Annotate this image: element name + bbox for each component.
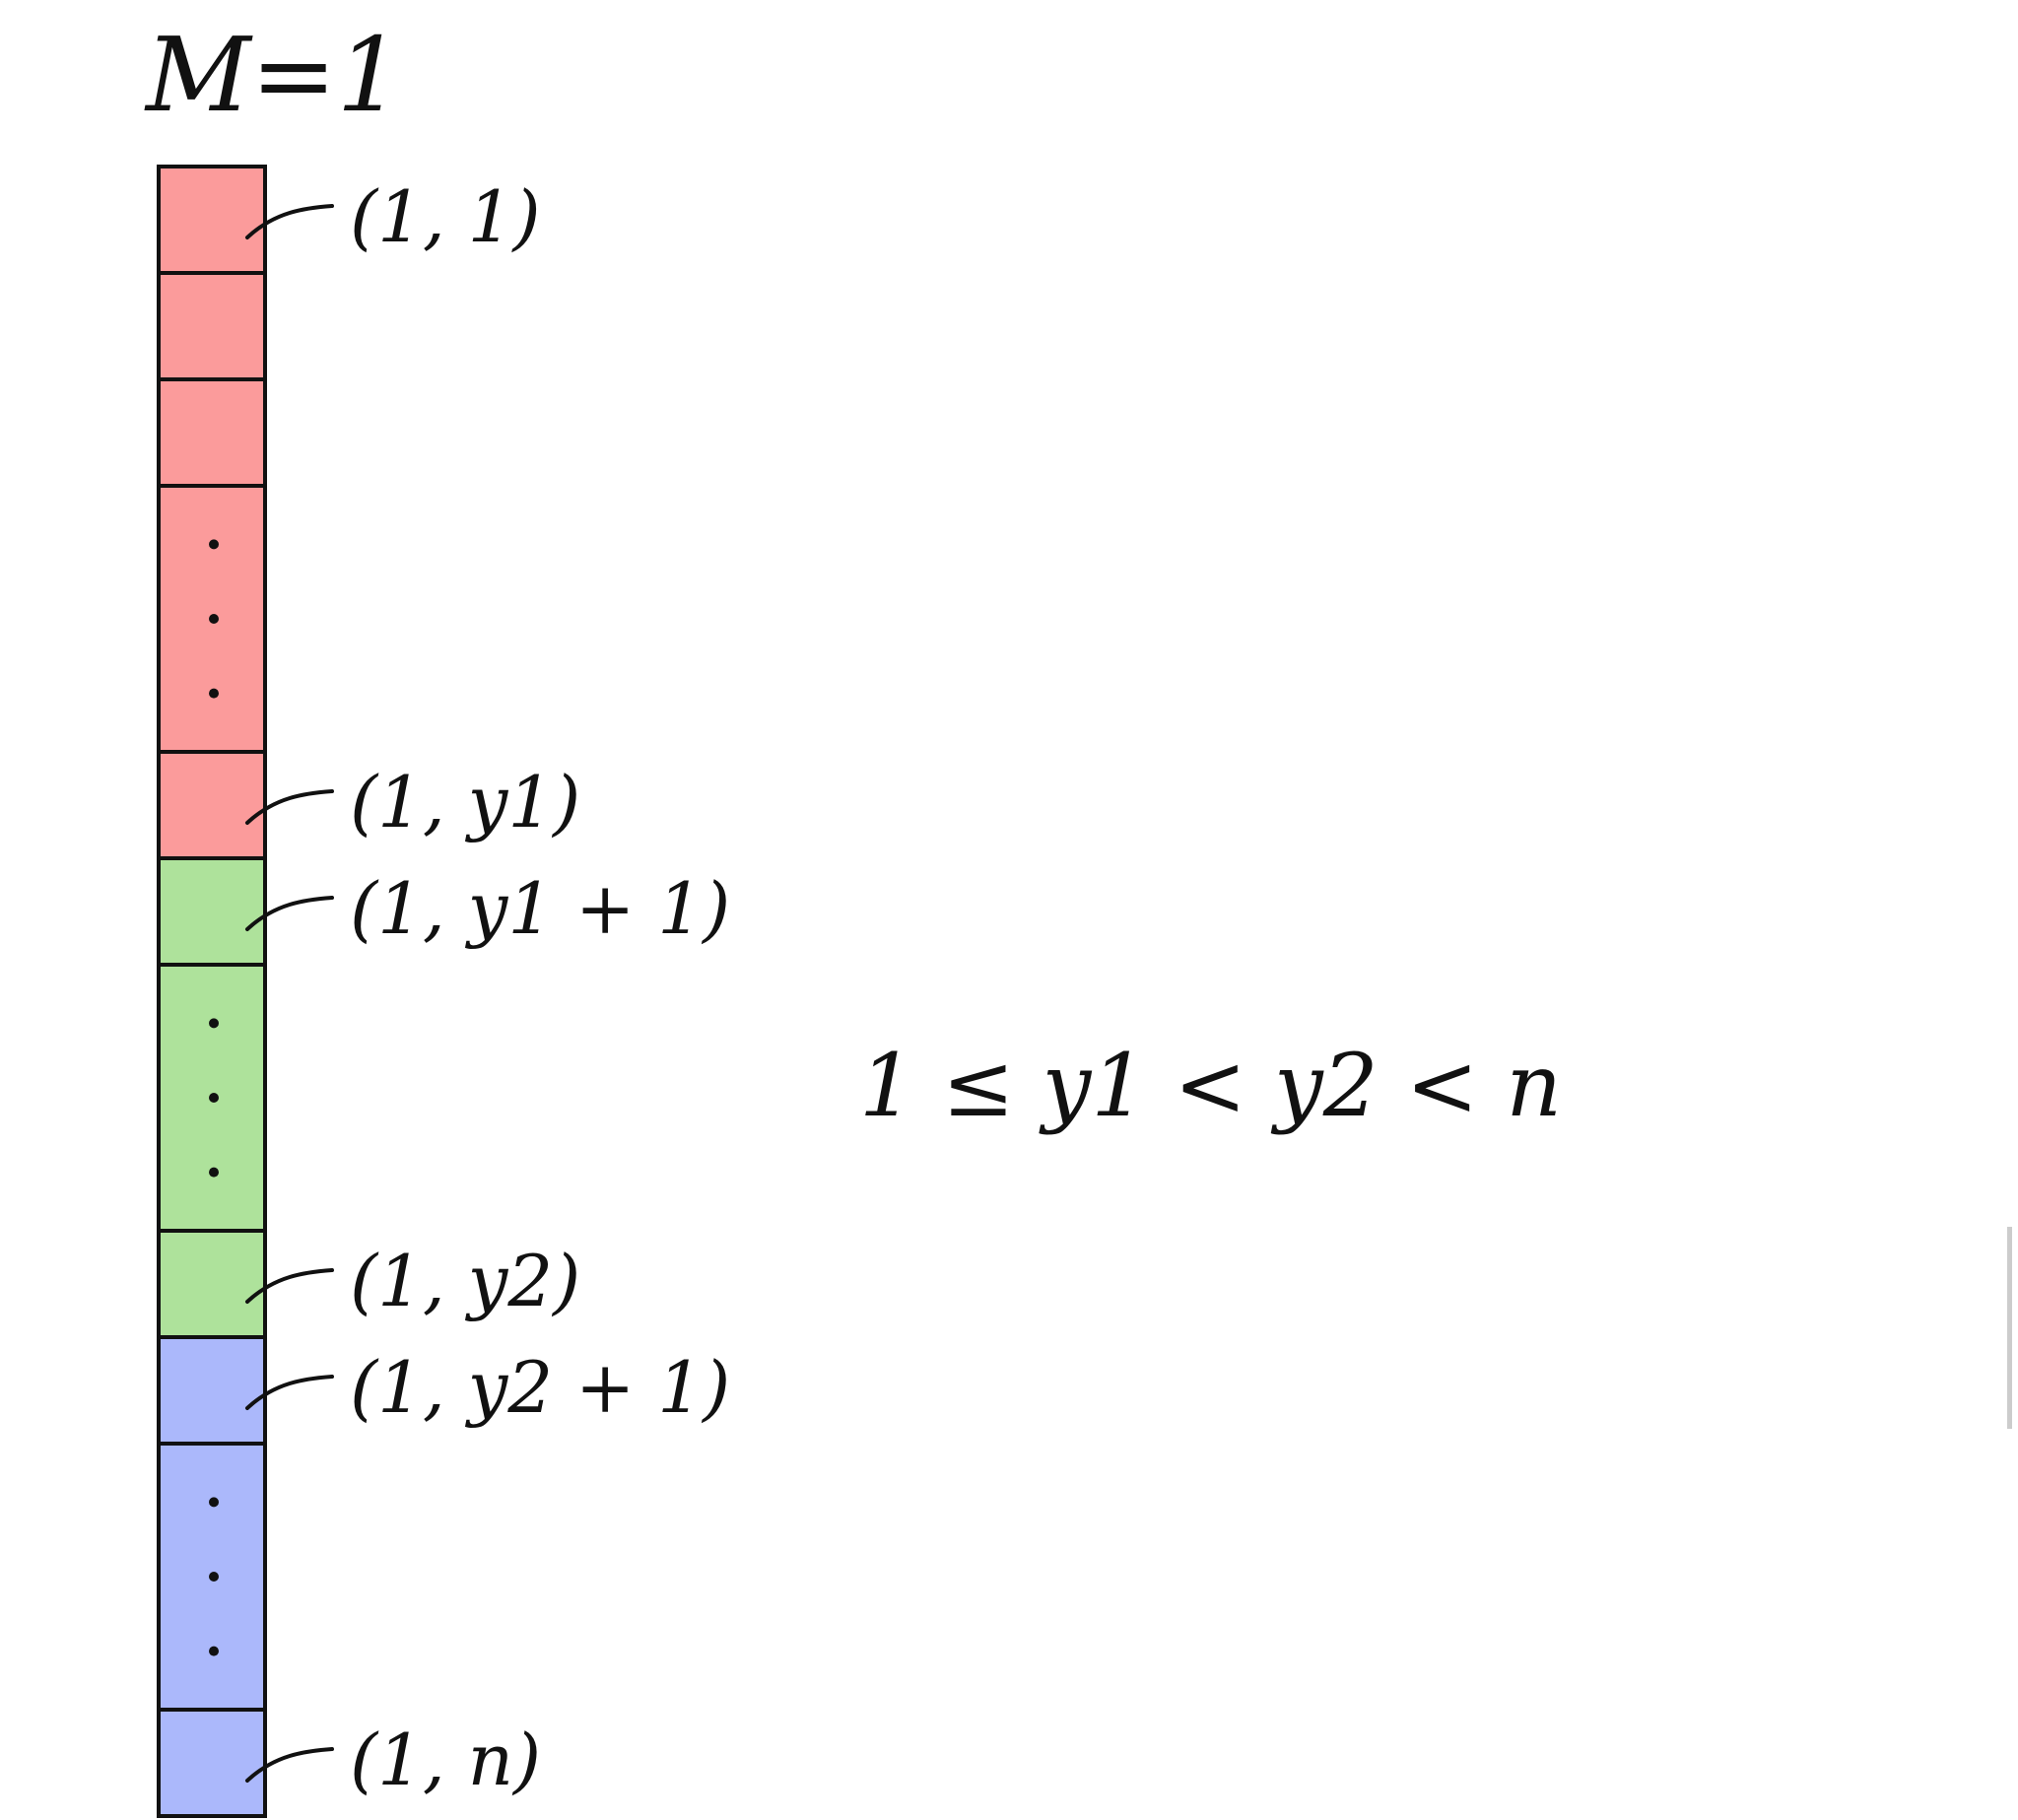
red-ellipsis-dot-1 — [209, 539, 219, 550]
blue-cell-1 — [157, 1335, 267, 1446]
label-leader-line — [245, 896, 334, 931]
scrollbar[interactable] — [2007, 1227, 2012, 1429]
blue-ellipsis-dot-3 — [209, 1646, 219, 1656]
constraint-text: 1 ≤ y1 < y2 < n — [859, 1035, 1562, 1136]
label-leader-line — [245, 1268, 334, 1304]
red-ellipsis-dot-2 — [209, 614, 219, 624]
cell-label: (1, n) — [350, 1719, 541, 1801]
cell-column — [157, 165, 267, 1818]
blue-cell-3 — [157, 1708, 267, 1818]
label-leader-line — [245, 789, 334, 825]
label-leader-line — [245, 1375, 334, 1410]
label-leader-line — [245, 1747, 334, 1783]
red-cell-5 — [157, 750, 267, 860]
green-ellipsis-dot-1 — [209, 1018, 219, 1029]
cell-label: (1, y2 + 1) — [350, 1346, 730, 1429]
red-cell-2 — [157, 271, 267, 381]
red-cell-3 — [157, 377, 267, 488]
blue-ellipsis-dot-1 — [209, 1497, 219, 1508]
cell-labels: (1, 1) (1, y1) (1, y1 + 1) (1, y2) (1, y2 + … — [245, 175, 730, 1801]
green-cell-1 — [157, 856, 267, 967]
diagram-title: M=1 — [144, 15, 402, 135]
green-ellipsis-dot-2 — [209, 1093, 219, 1103]
green-cell-3 — [157, 1229, 267, 1339]
cell-label: (1, y1) — [350, 761, 580, 843]
cell-label: (1, y2) — [350, 1240, 580, 1322]
label-leader-line — [245, 204, 334, 239]
cell-label: (1, y1 + 1) — [350, 867, 730, 950]
red-ellipsis-dot-3 — [209, 688, 219, 699]
green-ellipsis-dot-3 — [209, 1167, 219, 1178]
blue-ellipsis-dot-2 — [209, 1572, 219, 1582]
cell-label: (1, 1) — [350, 175, 541, 258]
red-cell-1 — [157, 165, 267, 275]
